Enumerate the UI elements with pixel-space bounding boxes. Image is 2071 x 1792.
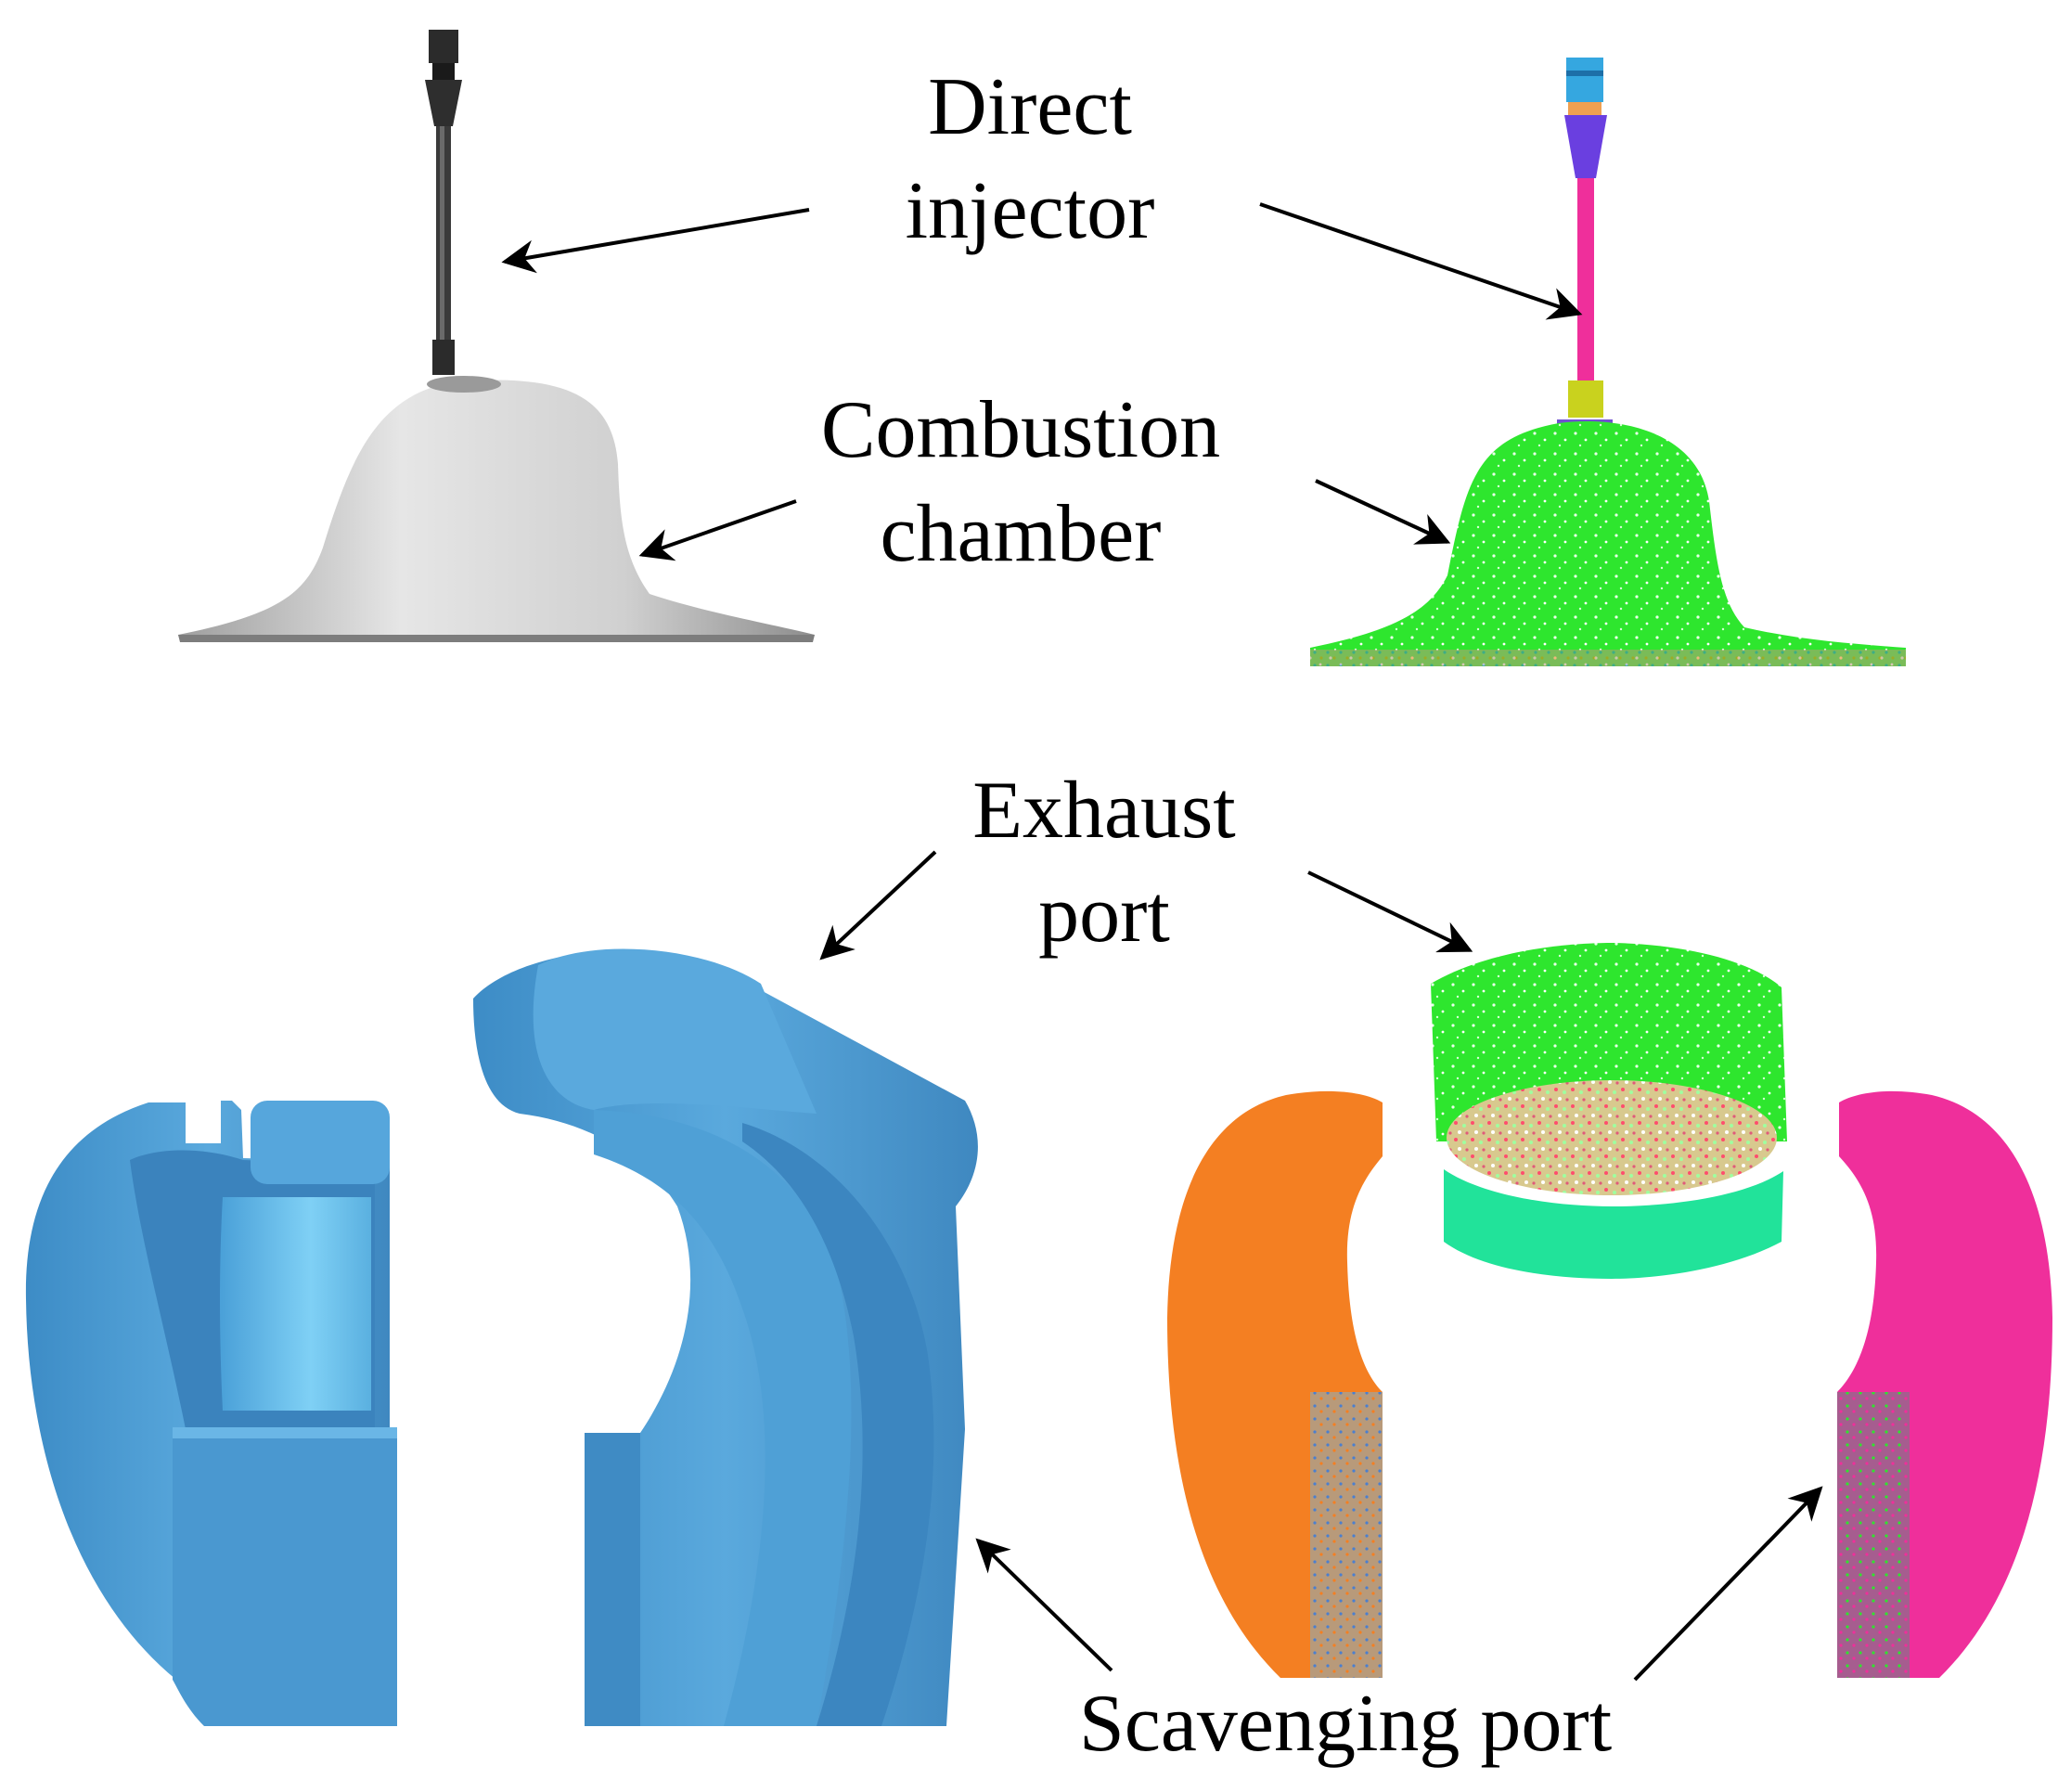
arrow-chamber-right bbox=[1315, 479, 1451, 545]
label-exhaust-port: Exhaust port bbox=[909, 759, 1299, 967]
label-combustion-chamber: Combustion chamber bbox=[779, 379, 1262, 587]
label-direct-injector: Direct injector bbox=[835, 56, 1225, 264]
mesh-ports bbox=[1167, 943, 2052, 1678]
arrow-scavenging-left bbox=[975, 1538, 1113, 1672]
arrow-injector-left bbox=[501, 208, 810, 274]
arrow-chamber-left bbox=[638, 499, 797, 561]
arrow-exhaust-left bbox=[819, 850, 937, 960]
label-combustion-chamber-line1: Combustion bbox=[820, 385, 1221, 475]
mesh-injector-chamber bbox=[1310, 58, 1906, 666]
label-scavenging-port-line1: Scavenging port bbox=[1078, 1679, 1613, 1769]
label-combustion-chamber-line2: chamber bbox=[880, 489, 1162, 579]
label-exhaust-port-line2: port bbox=[1038, 870, 1170, 960]
arrow-scavenging-right bbox=[1633, 1486, 1823, 1682]
arrow-injector-right bbox=[1259, 202, 1583, 320]
label-exhaust-port-line1: Exhaust bbox=[972, 766, 1236, 856]
arrows bbox=[501, 202, 1823, 1682]
label-direct-injector-line2: injector bbox=[905, 166, 1155, 256]
arrow-exhaust-right bbox=[1307, 870, 1473, 953]
label-direct-injector-line1: Direct bbox=[928, 62, 1132, 152]
cad-injector-chamber bbox=[178, 30, 815, 642]
cad-ports bbox=[25, 948, 978, 1726]
label-scavenging-port: Scavenging port bbox=[1039, 1672, 1652, 1776]
